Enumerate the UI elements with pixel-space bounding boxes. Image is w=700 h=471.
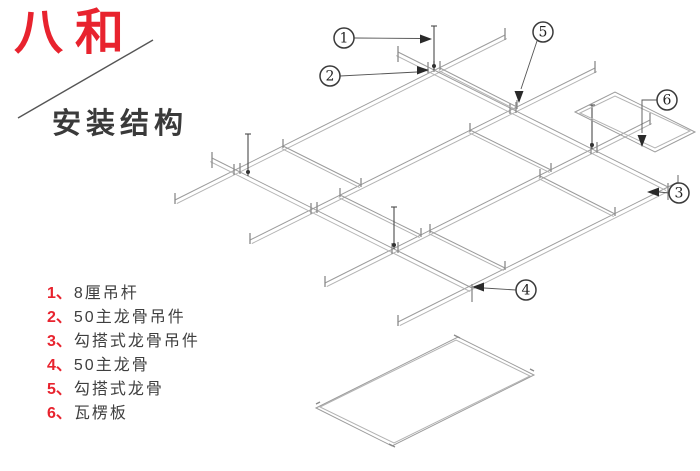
legend-item-3-label: 勾搭式龙骨吊件	[73, 333, 200, 350]
callout-6: 6	[637, 89, 678, 147]
hanger-rod-3	[391, 206, 397, 249]
callout-4-arrow	[472, 282, 484, 292]
legend: 1、8厘吊杆 2、50主龙骨吊件 3、勾搭式龙骨吊件 4、50主龙骨 5、勾搭式…	[47, 282, 200, 426]
callout-1: 1	[333, 27, 432, 49]
corrugated-panel	[314, 334, 536, 448]
callout-5: 5	[514, 21, 554, 103]
cross-connectors	[281, 61, 616, 272]
hanger-rod-2	[245, 133, 251, 176]
legend-item-3-number: 3、	[47, 333, 72, 350]
callout-1-arrow	[420, 34, 432, 44]
svg-text:4: 4	[522, 283, 531, 299]
hook-keel-rail-4	[397, 175, 681, 327]
hook-keel-rail-1	[174, 28, 508, 205]
callout-3: 3	[647, 182, 690, 204]
legend-item-3: 3、勾搭式龙骨吊件	[47, 330, 200, 354]
svg-text:2: 2	[326, 69, 335, 85]
legend-item-6-number: 6、	[47, 405, 72, 422]
logo-divider-line	[17, 39, 154, 119]
callout-4: 4	[472, 279, 537, 301]
hanger-rod-1	[431, 25, 437, 70]
callout-5-arrow	[514, 91, 524, 103]
legend-item-1: 1、8厘吊杆	[47, 282, 200, 306]
callout-6-arrow	[637, 135, 647, 147]
callout-3-arrow	[647, 187, 659, 197]
legend-item-5: 5、勾搭式龙骨	[47, 378, 200, 402]
legend-item-5-label: 勾搭式龙骨	[73, 381, 164, 398]
legend-item-6-label: 瓦楞板	[73, 405, 128, 422]
hanger-rod-4	[589, 104, 595, 149]
svg-text:3: 3	[675, 186, 684, 202]
legend-item-1-label: 8厘吊杆	[73, 285, 139, 302]
legend-item-4: 4、50主龙骨	[47, 354, 200, 378]
svg-text:6: 6	[663, 93, 672, 109]
svg-text:5: 5	[539, 25, 548, 41]
svg-text:1: 1	[340, 31, 349, 47]
brand-logo: 八和	[14, 3, 137, 61]
installed-panel	[573, 91, 697, 153]
callout-2: 2	[319, 65, 429, 87]
legend-item-2-label: 50主龙骨吊件	[73, 309, 186, 326]
legend-item-1-number: 1、	[47, 285, 72, 302]
legend-item-5-number: 5、	[47, 381, 72, 398]
legend-item-4-label: 50主龙骨	[73, 357, 150, 374]
legend-item-2-number: 2、	[47, 309, 72, 326]
main-carrier-rail-1	[395, 46, 669, 200]
legend-item-6: 6、瓦楞板	[47, 402, 200, 426]
page-title: 安装结构	[52, 106, 189, 140]
legend-item-2: 2、50主龙骨吊件	[47, 306, 200, 330]
legend-item-4-number: 4、	[47, 357, 72, 374]
hook-keel-rail-2	[249, 61, 598, 245]
callout-2-arrow	[417, 66, 429, 75]
